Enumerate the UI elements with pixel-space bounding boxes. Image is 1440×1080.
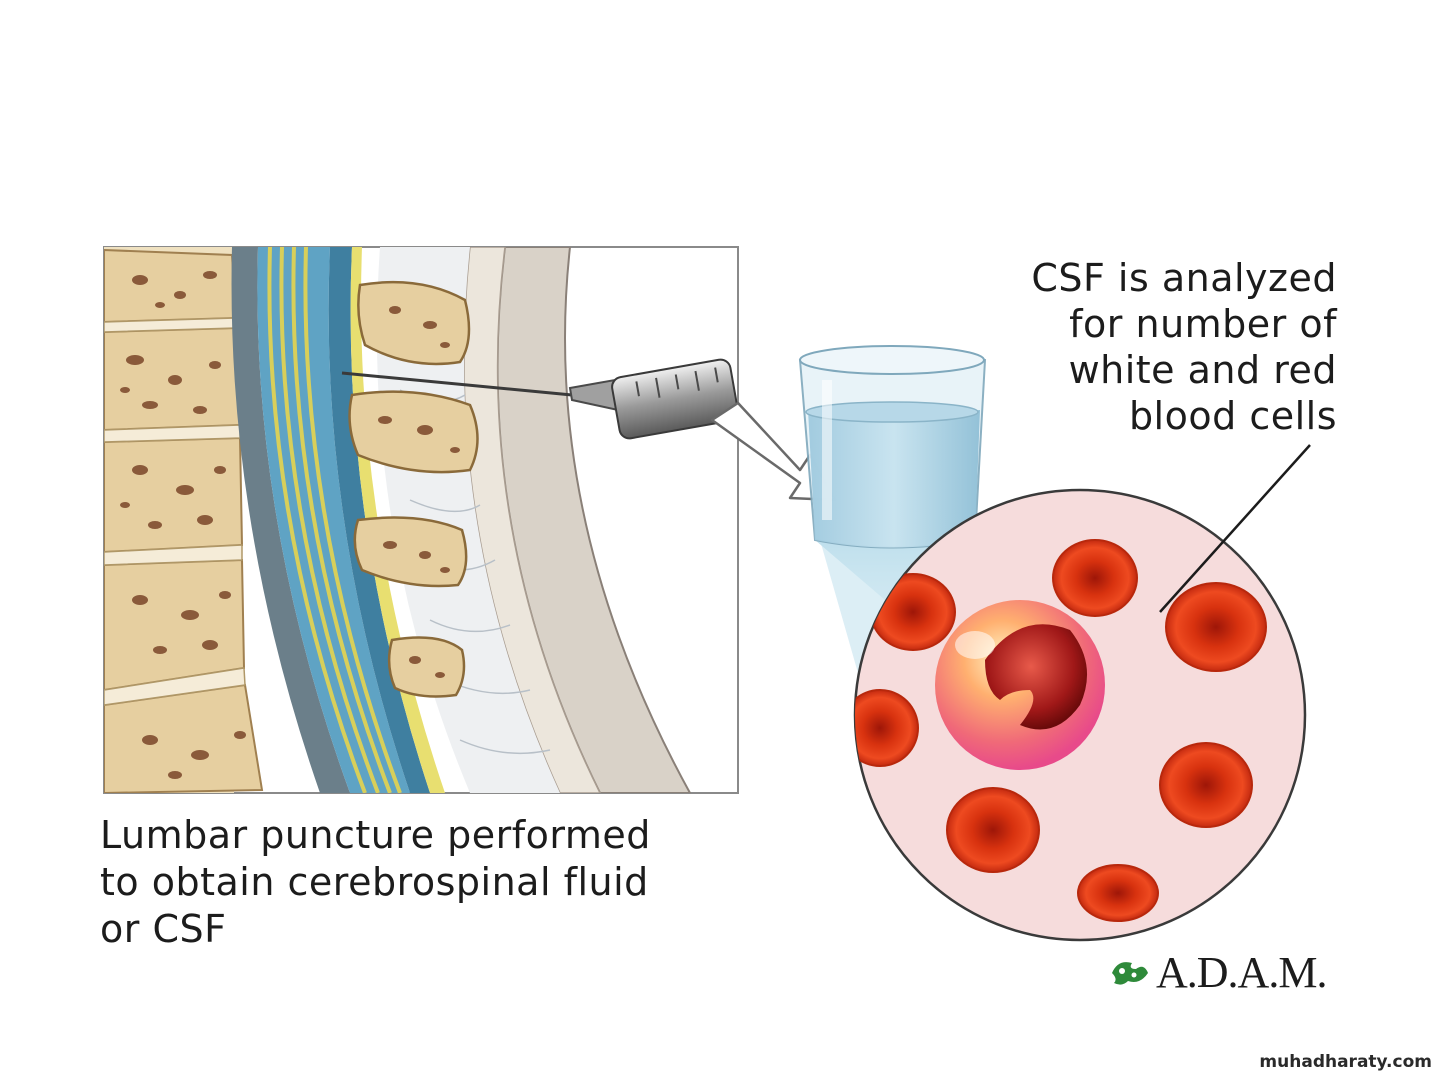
site-watermark: muhadharaty.com	[1259, 1052, 1432, 1072]
spine-panel	[103, 246, 739, 794]
white-blood-cell	[935, 600, 1105, 770]
leaf-logo-icon	[1112, 962, 1148, 985]
specimen-jar-icon	[798, 345, 987, 549]
nerve-roots	[267, 247, 402, 793]
red-blood-cells	[855, 539, 1267, 922]
syringe-icon	[568, 358, 739, 440]
caption-line: CSF is analyzed	[1031, 256, 1337, 300]
caption-line: white and red	[1068, 348, 1337, 392]
logo-text: A.D.A.M.	[1156, 947, 1327, 997]
caption-line: Lumbar puncture performed	[100, 813, 651, 857]
spinous-processes	[348, 280, 479, 698]
bone-pores	[120, 271, 246, 779]
needle	[341, 371, 573, 397]
intervertebral-discs	[104, 317, 246, 706]
caption-line: for number of	[1069, 302, 1337, 346]
lumbar-puncture-caption: Lumbar puncture performed to obtain cere…	[100, 812, 800, 953]
caption-line: or CSF	[100, 907, 227, 951]
magnified-csf-sample	[853, 488, 1307, 942]
annotation-pointer	[1159, 444, 1311, 613]
adam-logo: A.D.A.M.	[1108, 947, 1327, 997]
caption-line: to obtain cerebrospinal fluid	[100, 860, 649, 904]
caption-line: blood cells	[1128, 394, 1337, 438]
csf-analysis-caption: CSF is analyzed for number of white and …	[900, 255, 1337, 439]
